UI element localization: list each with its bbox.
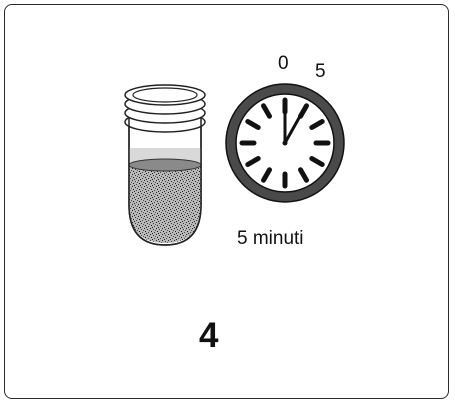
- sample-tube-icon: [125, 85, 205, 245]
- duration-label: 5 minuti: [237, 229, 304, 248]
- clock-icon: [226, 84, 344, 202]
- step-number: 4: [199, 318, 218, 353]
- clock-label-start: 0: [278, 54, 289, 73]
- clock-label-end: 5: [315, 62, 326, 81]
